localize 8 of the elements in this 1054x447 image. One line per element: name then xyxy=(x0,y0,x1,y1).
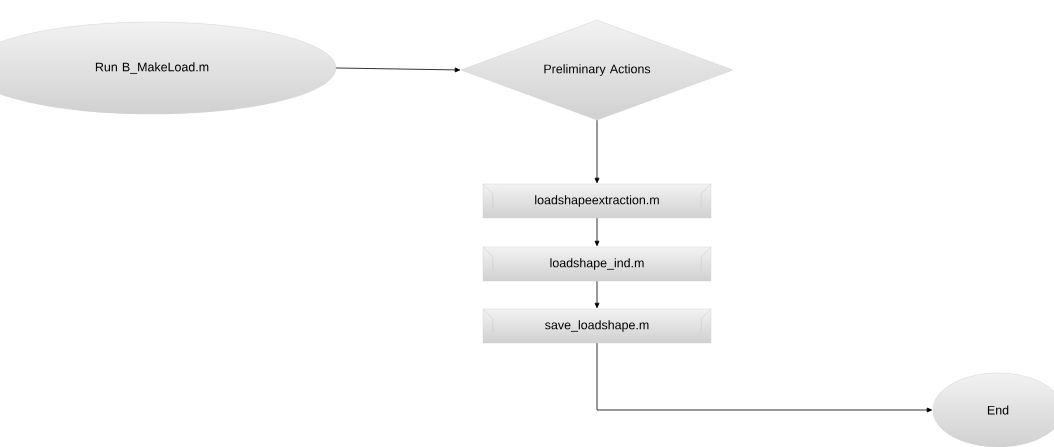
arrow xyxy=(594,217,600,247)
arrow xyxy=(594,280,600,309)
arrow xyxy=(596,342,933,413)
arrow xyxy=(335,67,461,73)
process-box: save_loadshape.m xyxy=(482,308,712,344)
process-box: loadshapeextraction.m xyxy=(482,183,712,219)
process-box: loadshape_ind.m xyxy=(482,246,712,282)
arrow xyxy=(594,119,600,184)
